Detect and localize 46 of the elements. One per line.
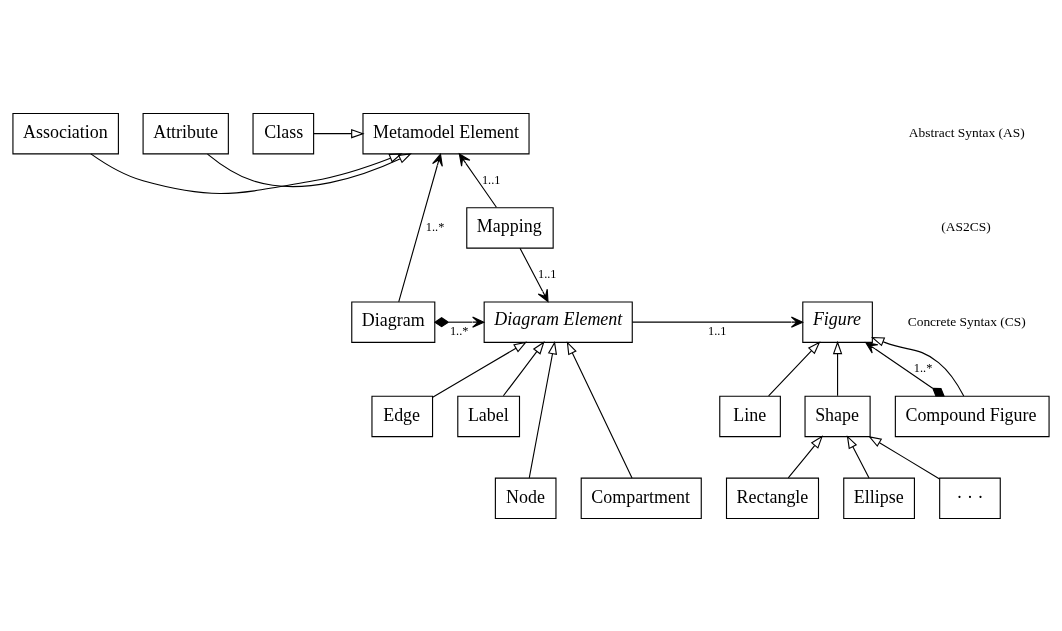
arrow [768,340,821,396]
edge-label: 1..* [425,219,445,234]
node-box: Shape [804,395,871,437]
node-box: Edge [371,395,434,437]
label: Abstract Syntax (AS) [908,124,1025,140]
edge-label: 1..1 [481,172,501,187]
arrow [870,336,965,397]
node-box: Diagram Element [483,300,633,343]
edge-label: 1..1 [707,323,727,338]
arrow [432,341,528,398]
arrow [206,152,412,187]
arrow [519,247,549,302]
node-box: Compartment [580,477,702,519]
edge-label: 1..* [913,360,933,375]
arrow [313,128,365,138]
edge-label: 1..* [449,323,469,338]
node-box: Rectangle [725,477,820,519]
arrow [502,340,545,396]
node-box: Diagram [351,300,436,343]
node-box: Association [12,112,119,154]
label: Concrete Syntax (CS) [907,313,1026,329]
edge-label: 1..1 [538,266,557,281]
node-box: · · · [939,477,1001,519]
node-box: Mapping [466,206,554,249]
arrow [433,316,485,328]
arrow [832,340,843,396]
label: (AS2CS) [941,218,991,234]
arrow [458,152,497,208]
arrow [528,340,558,478]
arrow [566,340,633,478]
arrow [787,434,824,478]
arrow [846,434,870,478]
arrow [90,152,403,194]
arrow [398,153,443,302]
node-box: Metamodel Element [362,112,530,154]
arrow [631,316,804,328]
node-box: Compound Figure [894,395,1050,437]
arrow [865,341,945,397]
node-box: Figure [802,300,873,343]
node-box: Node [494,477,557,519]
node-box: Ellipse [843,477,915,519]
node-box: Line [719,395,781,437]
node-box: Attribute [142,112,229,154]
node-box: Class [252,112,315,154]
arrow [868,435,941,479]
node-box: Label [457,395,521,437]
